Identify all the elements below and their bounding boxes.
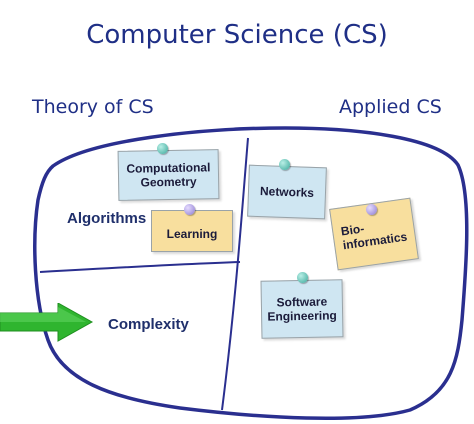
note-computational-geometry: Computational Geometry	[117, 149, 220, 201]
note-learning-label: Learning	[166, 227, 218, 241]
pin-icon	[297, 272, 308, 283]
pin-icon	[184, 204, 195, 215]
outer-blob	[33, 126, 469, 420]
note-computational-line1: Computational	[126, 160, 211, 176]
theory-label: Theory of CS	[32, 96, 154, 118]
applied-label: Applied CS	[339, 96, 442, 118]
pin-icon	[366, 204, 377, 215]
topic-algorithms: Algorithms	[67, 210, 147, 227]
note-networks-label: Networks	[259, 184, 315, 200]
divider-vertical	[221, 137, 249, 411]
note-networks: Networks	[247, 164, 327, 220]
divider-horizontal	[39, 261, 241, 273]
note-computational-line2: Geometry	[140, 174, 197, 190]
pointer-arrow-icon	[0, 303, 94, 342]
note-learning: Learning	[151, 210, 233, 252]
note-software-line1: Software	[276, 294, 328, 310]
pin-icon	[279, 159, 290, 170]
topic-complexity: Complexity	[108, 316, 189, 333]
note-software-line2: Engineering	[267, 308, 337, 324]
pin-icon	[157, 143, 168, 154]
page-title: Computer Science (CS)	[86, 20, 388, 50]
note-software-engineering: Software Engineering	[260, 279, 344, 339]
